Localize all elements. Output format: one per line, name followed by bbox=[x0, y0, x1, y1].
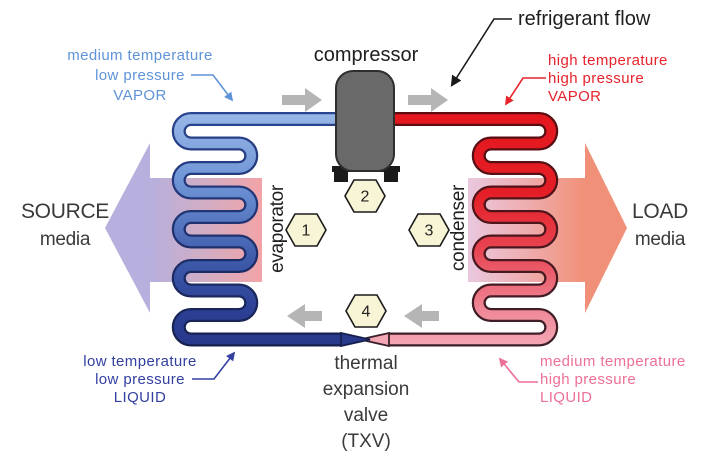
step-4-hexagon bbox=[345, 294, 387, 328]
source-label: SOURCE bbox=[21, 200, 109, 223]
step-badge-4: 4 bbox=[345, 294, 387, 328]
evaporator-outlet-label: medium temperature low pressure VAPOR bbox=[67, 47, 213, 104]
refrigerant-flow-pointer-arrow bbox=[450, 18, 512, 87]
flow-arrow-into-compressor-icon bbox=[282, 88, 322, 112]
step-badge-3: 3 bbox=[408, 213, 450, 247]
compressor-unit bbox=[332, 70, 400, 182]
txv-blue-taper bbox=[340, 331, 371, 348]
condenser-outlet-pointer-arrow bbox=[498, 357, 538, 383]
txv-pink-taper bbox=[359, 331, 390, 348]
step-badges: 1 2 3 4 bbox=[285, 179, 450, 328]
evaporator-coil bbox=[171, 112, 342, 347]
txv-label-line4: (TXV) bbox=[341, 431, 391, 452]
condenser-label: condenser bbox=[448, 184, 469, 271]
flow-arrow-into-txv-icon bbox=[404, 304, 439, 328]
evaporator-outlet-pointer-arrow bbox=[191, 74, 234, 102]
txv-label-line3: valve bbox=[344, 405, 388, 426]
step-1-number: 1 bbox=[302, 223, 311, 240]
txv-label: thermal expansion valve (TXV) bbox=[323, 353, 410, 452]
source-media-label: SOURCE media bbox=[21, 200, 110, 250]
evaporator-outlet-line3: VAPOR bbox=[113, 87, 166, 104]
compressor-outlet-line1: high temperature bbox=[548, 52, 668, 69]
txv-valve bbox=[340, 331, 390, 348]
condenser-outlet-line1: medium temperature bbox=[540, 353, 686, 370]
step-2-hexagon bbox=[344, 179, 386, 213]
load-media-label: LOAD media bbox=[632, 200, 688, 250]
txv-outlet-pointer-arrow bbox=[192, 351, 236, 380]
step-3-number: 3 bbox=[425, 223, 434, 240]
condenser-coil bbox=[388, 112, 559, 347]
compressor-label: compressor bbox=[314, 44, 419, 66]
flow-arrow-into-evaporator-icon bbox=[287, 304, 322, 328]
step-1-hexagon bbox=[285, 213, 327, 247]
compressor-outlet-label: high temperature high pressure VAPOR bbox=[548, 52, 668, 105]
compressor-foot-right bbox=[384, 170, 398, 182]
step-badge-2: 2 bbox=[344, 179, 386, 213]
compressor-outlet-pointer-arrow bbox=[505, 77, 546, 106]
load-arrow-head bbox=[585, 143, 627, 313]
step-3-hexagon bbox=[408, 213, 450, 247]
load-label: LOAD bbox=[632, 200, 688, 223]
condenser-outlet-line2: high pressure bbox=[540, 371, 636, 388]
txv-label-line2: expansion bbox=[323, 379, 410, 400]
txv-outlet-line2: low pressure bbox=[95, 371, 185, 388]
condenser-outlet-label: medium temperature high pressure LIQUID bbox=[540, 353, 686, 406]
flow-direction-arrows bbox=[282, 88, 448, 328]
compressor-body bbox=[335, 70, 395, 172]
condenser-outlet-line3: LIQUID bbox=[540, 389, 592, 406]
compressor-foot-left bbox=[334, 170, 348, 182]
txv-outlet-line1: low temperature bbox=[83, 353, 197, 370]
step-2-number: 2 bbox=[361, 189, 370, 206]
condenser-pipe bbox=[388, 114, 556, 345]
refrigerant-flow-label: refrigerant flow bbox=[518, 8, 651, 30]
load-media-text: media bbox=[635, 229, 686, 250]
txv-label-line1: thermal bbox=[334, 353, 397, 374]
step-4-number: 4 bbox=[362, 304, 371, 321]
source-arrow-head bbox=[105, 143, 150, 313]
flow-arrow-out-of-compressor-icon bbox=[408, 88, 448, 112]
source-media-text: media bbox=[40, 229, 91, 250]
evaporator-outlet-line1: medium temperature bbox=[67, 47, 213, 64]
evaporator-outlet-line2: low pressure bbox=[95, 67, 185, 84]
txv-outlet-label: low temperature low pressure LIQUID bbox=[83, 353, 197, 406]
step-badge-1: 1 bbox=[285, 213, 327, 247]
compressor-outlet-line2: high pressure bbox=[548, 70, 644, 87]
compressor-outlet-line3: VAPOR bbox=[548, 88, 601, 105]
evaporator-pipe bbox=[174, 114, 342, 345]
evaporator-label: evaporator bbox=[267, 184, 288, 273]
txv-outlet-line3: LIQUID bbox=[114, 389, 166, 406]
